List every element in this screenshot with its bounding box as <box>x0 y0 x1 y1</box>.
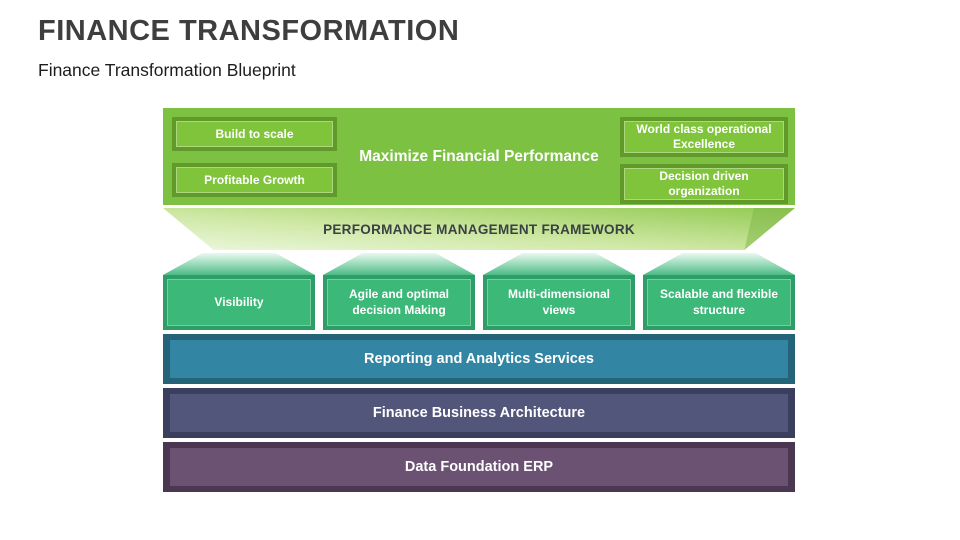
layer-label: Reporting and Analytics Services <box>364 351 594 367</box>
pillar-label-scalable-flexible-structure: Scalable and flexible structure <box>643 275 795 330</box>
pillar-label-multi-dimensional-views: Multi-dimensional views <box>483 275 635 330</box>
pillar-agile-decision-making: Agile and optimal decision Making <box>323 253 475 330</box>
pillar-multi-dimensional-views: Multi-dimensional views <box>483 253 635 330</box>
goal-left-column: Build to scale Profitable Growth <box>172 117 337 197</box>
layer-label: Data Foundation ERP <box>404 459 554 475</box>
layer-data-foundation-erp: Data Foundation ERP <box>163 442 795 492</box>
pillar-visibility: Visibility <box>163 253 315 330</box>
slide-title: FINANCE TRANSFORMATION <box>38 15 460 47</box>
layer-reporting-analytics-services: Reporting and Analytics Services <box>163 334 795 384</box>
layer-label: Finance Business Architecture <box>372 405 586 421</box>
goal-panel: Build to scale Profitable Growth Maximiz… <box>163 108 795 205</box>
layer-finance-business-architecture: Finance Business Architecture <box>163 388 795 438</box>
goal-center-label: Maximize Financial Performance <box>359 147 599 165</box>
goal-item-profitable-growth: Profitable Growth <box>172 163 337 197</box>
pillar-roof-icon <box>483 253 635 275</box>
goal-item-world-class-operational-excellence: World class operational Excellence <box>620 117 788 157</box>
goal-item-decision-driven-organization: Decision driven organization <box>620 164 788 204</box>
foundation-layers: Reporting and Analytics Services Finance… <box>163 334 795 492</box>
pillar-roof-icon <box>323 253 475 275</box>
goal-item-build-to-scale: Build to scale <box>172 117 337 151</box>
pillar-label-agile-decision-making: Agile and optimal decision Making <box>323 275 475 330</box>
pillar-roof-icon <box>643 253 795 275</box>
finance-transformation-diagram: Build to scale Profitable Growth Maximiz… <box>163 108 795 492</box>
slide-subtitle: Finance Transformation Blueprint <box>38 60 296 80</box>
pillars-row: Visibility Agile and optimal decision Ma… <box>163 253 795 330</box>
performance-framework-banner: PERFORMANCE MANAGEMENT FRAMEWORK <box>163 208 795 250</box>
pillar-label-visibility: Visibility <box>163 275 315 330</box>
banner-label: PERFORMANCE MANAGEMENT FRAMEWORK <box>323 221 635 237</box>
pillar-roof-icon <box>163 253 315 275</box>
goal-right-column: World class operational Excellence Decis… <box>620 117 788 204</box>
pillar-scalable-flexible-structure: Scalable and flexible structure <box>643 253 795 330</box>
